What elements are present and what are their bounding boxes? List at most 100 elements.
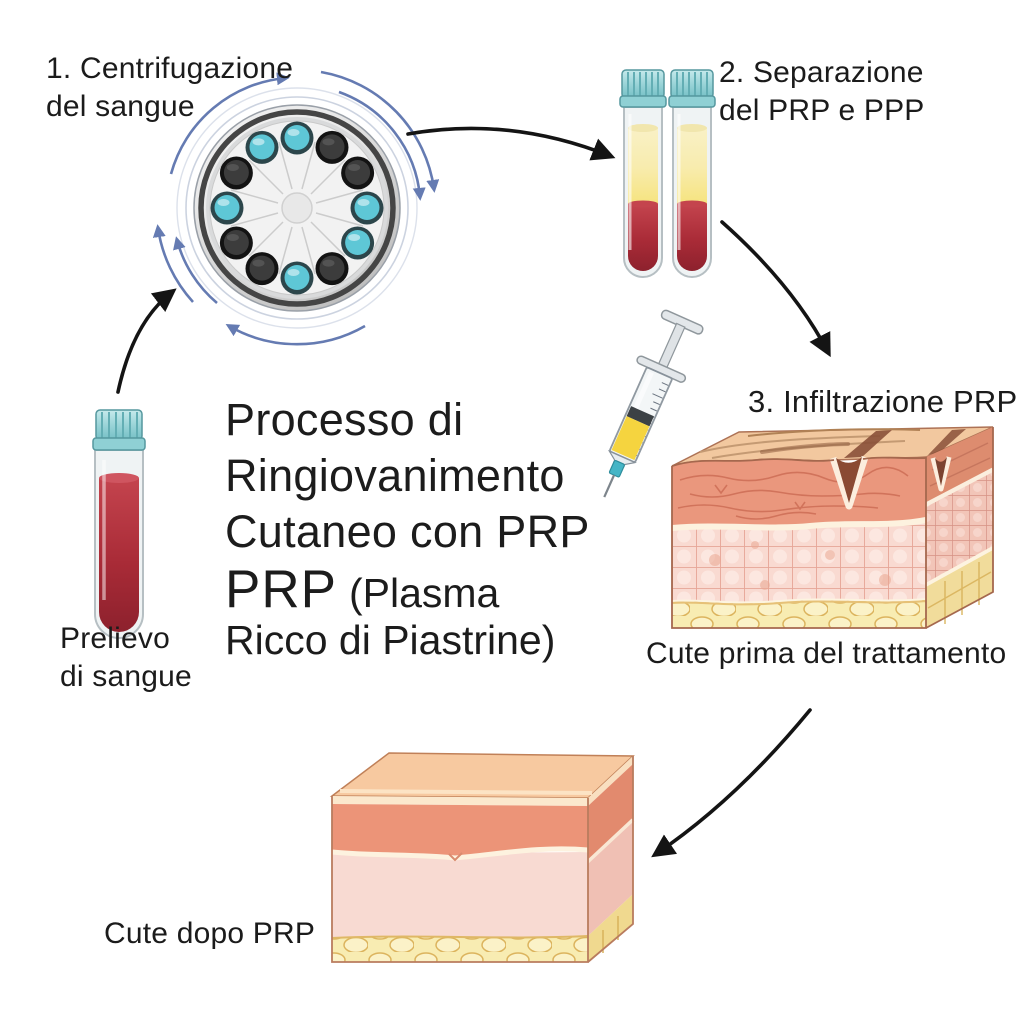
epidermis-front	[332, 804, 588, 858]
surface-wrinkle-lines	[699, 428, 921, 459]
counterweight-slot	[345, 160, 371, 185]
skin-after-caption: Cute dopo PRP	[104, 917, 316, 950]
prp-sample-slot	[357, 199, 370, 206]
arrow-before-to-after	[651, 708, 812, 858]
cap-ribs	[627, 72, 659, 96]
rotation-arrows	[152, 70, 440, 346]
epidermis-side	[588, 764, 633, 862]
counterweight-slot	[322, 259, 335, 267]
blood-tube	[92, 409, 146, 639]
surface-strip-front	[332, 796, 588, 806]
rotation-arrow	[338, 90, 426, 201]
counterweight-slot	[249, 255, 275, 281]
layer-divider	[331, 846, 589, 861]
rotor-spokes	[230, 141, 364, 275]
needle	[603, 474, 616, 498]
counterweight-slot	[226, 234, 239, 241]
cap-ribs	[101, 412, 138, 438]
fat-side	[588, 894, 633, 962]
wrinkle-highlight	[829, 455, 869, 510]
syringe	[603, 309, 704, 498]
counterweight-slot	[319, 255, 345, 281]
surface-strip-side	[588, 756, 633, 806]
dermis-front	[332, 852, 588, 938]
motion-ring	[185, 96, 409, 320]
plasma-layer	[628, 128, 658, 206]
cap-rim	[619, 95, 667, 108]
step3-label: 3. Infiltrazione PRP	[748, 384, 1018, 419]
centrifuge	[176, 87, 418, 329]
separated-tube	[619, 69, 667, 278]
prp-liquid	[611, 416, 650, 461]
sample-slots	[210, 121, 384, 295]
counterweight-slot	[223, 160, 249, 185]
blood-surface	[628, 200, 658, 208]
wrinkle-highlight	[930, 456, 952, 492]
arrow-centrifuge-to-tubes	[406, 126, 616, 161]
dermis-front	[672, 514, 926, 604]
counterweight-slot	[223, 230, 249, 255]
prp-sample-slot	[284, 125, 310, 150]
arrow-tubes-to-skin	[720, 220, 831, 358]
prp-sample-slot	[217, 199, 230, 206]
surface-bevel	[339, 789, 593, 795]
rotation-arrow	[320, 70, 440, 193]
prp-sample-slot	[252, 138, 265, 146]
blood-surface	[99, 473, 139, 483]
separated-tube	[667, 68, 717, 279]
prp-sample-slot	[284, 265, 310, 290]
layer-divider	[925, 546, 994, 587]
rotor-hub	[281, 192, 313, 224]
cap-rim	[92, 437, 146, 451]
step2-label: 2. Separazione del PRP e PPP	[719, 56, 925, 127]
prp-sample-slot	[287, 129, 300, 136]
dermis-cells	[709, 541, 891, 590]
block-outline	[671, 427, 994, 629]
wrinkle-groove	[844, 430, 892, 458]
skin-block-before	[671, 426, 995, 629]
fat-side	[926, 550, 993, 628]
fat-front	[332, 936, 588, 962]
fat-front	[672, 600, 926, 628]
plasma-surface	[628, 124, 658, 132]
blood-fill	[99, 478, 139, 632]
plunger-stopper	[626, 406, 654, 427]
fat-border	[671, 600, 927, 606]
subtitle-detail: (Plasma Ricco di Piastrine)	[225, 570, 556, 663]
diagram-subtitle: PRP(Plasma Ricco di Piastrine)	[225, 563, 556, 664]
separated-tubes	[619, 68, 717, 279]
wrinkle-groove	[928, 429, 966, 455]
prp-sample-slot	[345, 230, 371, 255]
arrow-blood-to-centrifuge	[116, 288, 177, 394]
diagram-title: Processo di Ringiovanimento Cutaneo con …	[225, 394, 590, 557]
rotation-arrow	[152, 224, 194, 303]
deep-wrinkle	[935, 457, 947, 486]
counterweight-slot	[319, 134, 345, 160]
flow-arrows	[116, 126, 831, 858]
prp-sample-slot	[354, 195, 380, 220]
dermis-side	[588, 822, 633, 936]
step1-label: 1. Centrifugazione del sangue	[46, 52, 294, 123]
counterweight-slot	[226, 164, 239, 171]
prp-sample-slot	[249, 134, 275, 160]
prp-sample-slot	[348, 234, 361, 241]
layer-divider	[586, 818, 635, 864]
rotation-arrow	[169, 72, 290, 175]
prp-sample-slot	[214, 195, 240, 220]
prp-sample-slot	[287, 269, 300, 276]
subtitle-prp: PRP	[225, 560, 337, 619]
block-outline	[331, 756, 634, 963]
micro-dip	[448, 852, 463, 862]
counterweight-slot	[348, 164, 361, 171]
skin-block-after	[329, 752, 635, 963]
blood-draw-label: Prelievo di sangue	[60, 622, 192, 693]
rotation-arrow	[225, 324, 366, 346]
fat-cell-lines	[927, 562, 992, 624]
block-edge	[671, 456, 927, 467]
rotation-arrow	[173, 236, 218, 304]
fat-border	[331, 935, 589, 939]
layer-divider	[671, 517, 927, 531]
motion-ring	[176, 87, 418, 329]
counterweight-slot	[252, 259, 265, 267]
